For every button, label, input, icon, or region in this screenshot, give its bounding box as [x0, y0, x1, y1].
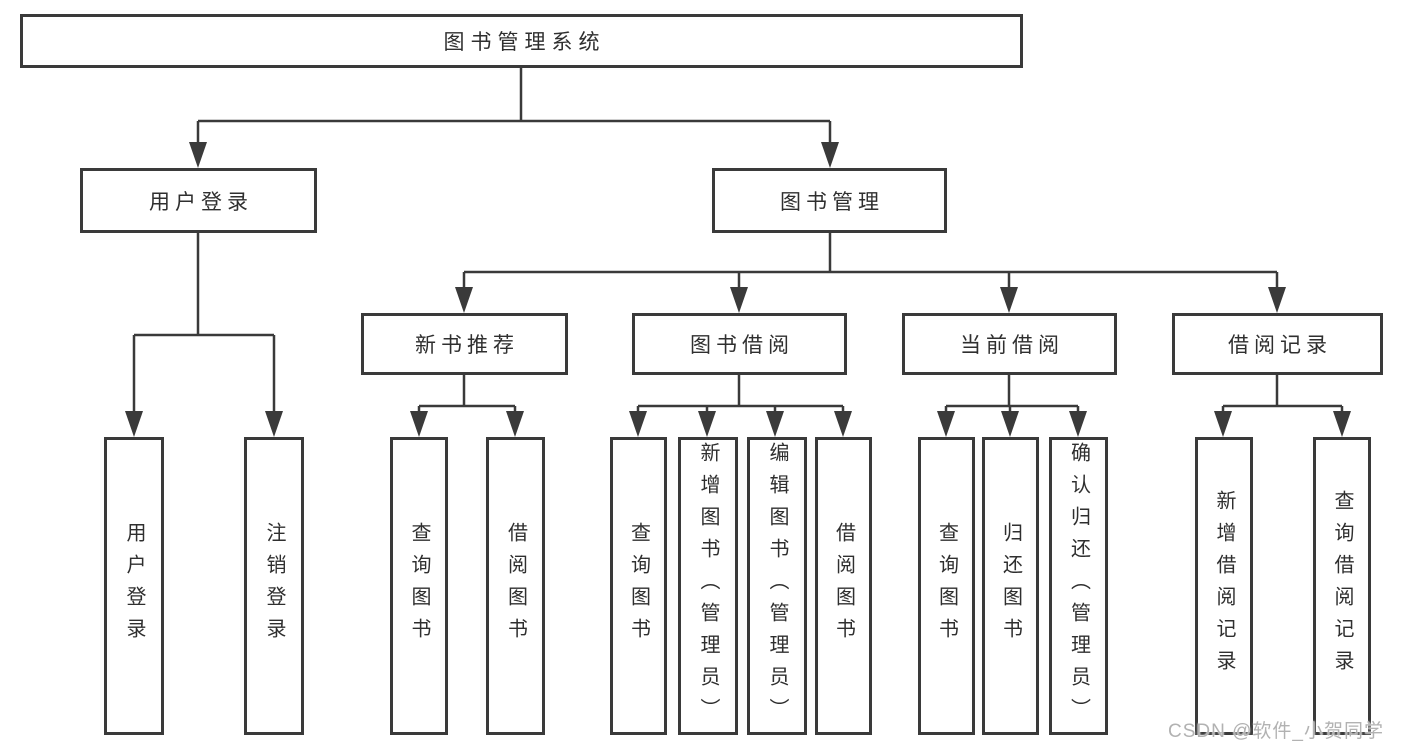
leaf-edit-books-admin: 编辑图书（管理员） — [747, 437, 807, 735]
node-borrowing-records: 借阅记录 — [1172, 313, 1383, 375]
node-label: 新增图书（管理员） — [697, 442, 719, 730]
node-user-login: 用户登录 — [80, 168, 317, 233]
node-label: 借阅图书 — [832, 522, 855, 650]
node-new-book-recommendation: 新书推荐 — [361, 313, 568, 375]
node-label: 归还图书 — [999, 522, 1022, 650]
node-label: 注销登录 — [263, 522, 285, 650]
leaf-logout: 注销登录 — [244, 437, 304, 735]
node-label: 借阅记录 — [1228, 334, 1332, 357]
node-label: 确认归还（管理员） — [1067, 442, 1090, 730]
node-label: 图书管理 — [780, 190, 884, 214]
node-label: 查询图书 — [408, 522, 430, 650]
leaf-add-borrow-record: 新增借阅记录 — [1195, 437, 1253, 735]
node-current-borrowing: 当前借阅 — [902, 313, 1117, 375]
leaf-query-books-current: 查询图书 — [918, 437, 975, 735]
leaf-return-books: 归还图书 — [982, 437, 1039, 735]
node-label: 查询图书 — [935, 522, 958, 650]
leaf-query-books-borrowing: 查询图书 — [610, 437, 667, 735]
node-label: 查询借阅记录 — [1331, 490, 1353, 682]
node-book-management: 图书管理 — [712, 168, 947, 233]
node-label: 用户登录 — [149, 190, 253, 214]
leaf-query-borrow-record: 查询借阅记录 — [1313, 437, 1371, 735]
node-label: 新书推荐 — [415, 334, 519, 357]
node-label: 借阅图书 — [504, 522, 527, 650]
node-label: 用户登录 — [123, 522, 145, 650]
csdn-watermark: CSDN @软件_小贺同学 — [1168, 721, 1384, 742]
leaf-borrow-books-recommend: 借阅图书 — [486, 437, 545, 735]
node-label: 图书管理系统 — [443, 31, 606, 54]
leaf-confirm-return-admin: 确认归还（管理员） — [1049, 437, 1108, 735]
leaf-user-login: 用户登录 — [104, 437, 164, 735]
node-label: 查询图书 — [627, 522, 650, 650]
leaf-query-books-recommend: 查询图书 — [390, 437, 448, 735]
node-book-borrowing: 图书借阅 — [632, 313, 847, 375]
node-label: 新增借阅记录 — [1213, 490, 1235, 682]
leaf-borrow-books-borrowing: 借阅图书 — [815, 437, 872, 735]
node-label: 编辑图书（管理员） — [766, 442, 788, 730]
node-book-management-system: 图书管理系统 — [20, 14, 1023, 68]
node-label: 图书借阅 — [690, 334, 794, 357]
node-label: 当前借阅 — [960, 334, 1064, 357]
leaf-add-books-admin: 新增图书（管理员） — [678, 437, 738, 735]
